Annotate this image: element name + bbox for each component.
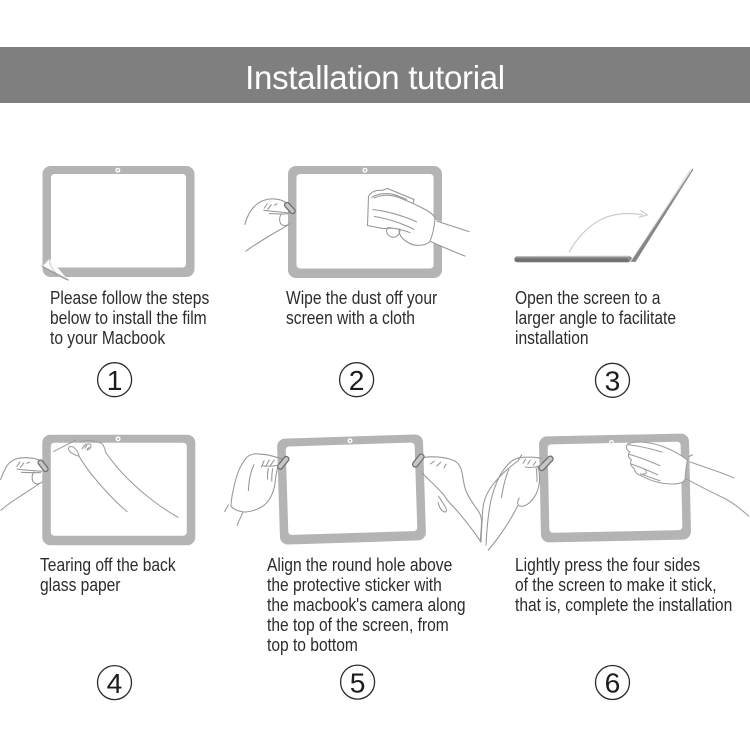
svg-text:3: 3 — [605, 365, 621, 397]
svg-text:1: 1 — [107, 364, 123, 396]
svg-text:4: 4 — [107, 667, 123, 699]
svg-text:2: 2 — [349, 364, 365, 396]
svg-text:5: 5 — [350, 666, 366, 698]
svg-text:6: 6 — [605, 667, 621, 699]
